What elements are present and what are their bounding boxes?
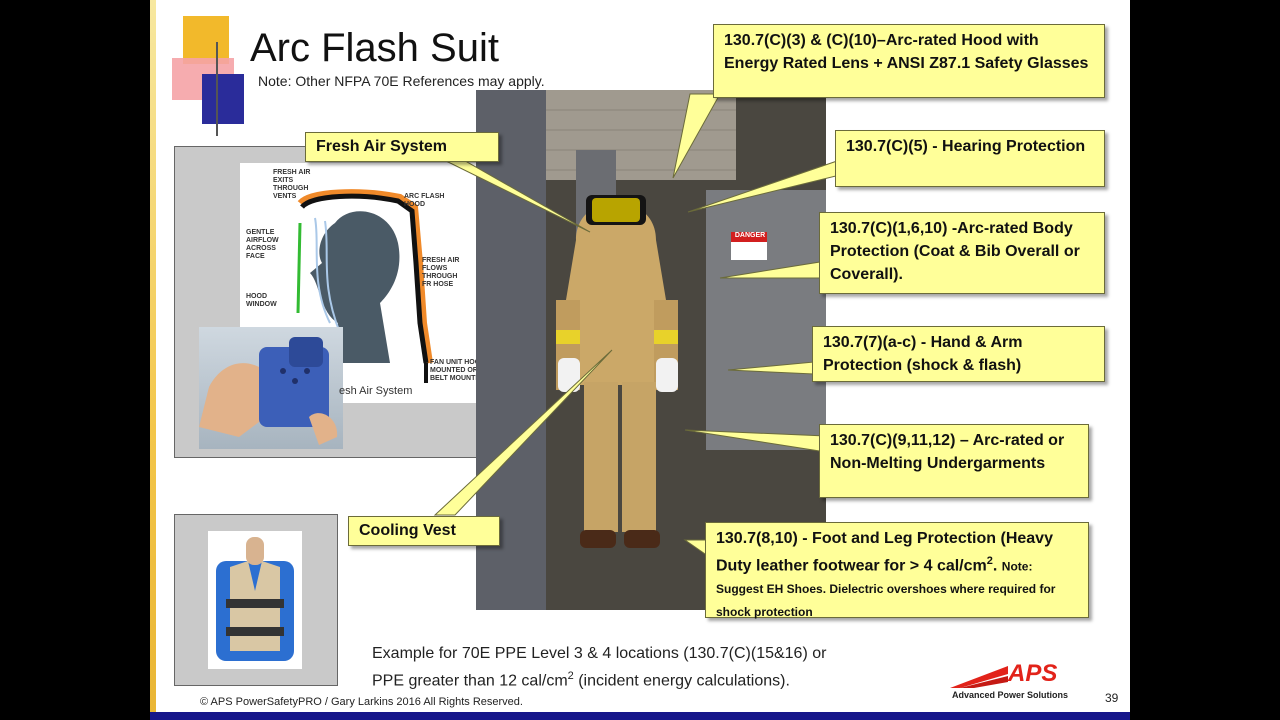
fresh-air-caption: esh Air System: [339, 385, 413, 397]
foot-leg-main-text: 130.7(8,10) - Foot and Leg Protection (H…: [716, 530, 1053, 575]
label-hood-window: HOOD WINDOW: [246, 293, 277, 308]
cooling-vest-photo: [208, 531, 302, 669]
foot-leg-period: .: [992, 557, 998, 575]
fresh-air-panel: FRESH AIR EXITS THROUGH VENTS ARC FLASH …: [174, 146, 493, 458]
callout-cooling-vest: Cooling Vest: [348, 516, 500, 546]
example-line-1: Example for 70E PPE Level 3 & 4 location…: [372, 645, 827, 662]
aps-logo: APS Advanced Power Solutions: [950, 660, 1070, 704]
logo-tagline: Advanced Power Solutions: [951, 690, 1069, 700]
example-text: Example for 70E PPE Level 3 & 4 location…: [372, 642, 952, 692]
slide-title: Arc Flash Suit: [250, 26, 499, 70]
example-superscript: 2: [567, 670, 574, 682]
slide: Arc Flash Suit Note: Other NFPA 70E Refe…: [150, 0, 1130, 720]
example-line-2-pre: PPE greater than 12 cal/cm: [372, 672, 568, 690]
page-number: 39: [1105, 691, 1119, 705]
aps-swoosh-icon: [950, 666, 1008, 688]
callout-foot-leg-protection: 130.7(8,10) - Foot and Leg Protection (H…: [705, 522, 1089, 620]
head-silhouette-icon: [296, 189, 433, 383]
cooling-vest-panel: [174, 514, 338, 686]
slide-bottom-bar: [150, 712, 1130, 720]
vest-icon: [216, 537, 294, 661]
decor-yellow-square: [183, 16, 229, 64]
label-air-flows-hose: FRESH AIR FLOWS THROUGH FR HOSE: [422, 257, 460, 288]
hand-holding-blower-icon: [199, 337, 338, 445]
decor-blue-square: [202, 74, 244, 124]
callout-hand-arm-protection: 130.7(7)(a-c) - Hand & Arm Protection (s…: [812, 326, 1105, 382]
label-fan-unit: FAN UNIT HOOD MOUNTED OR BELT MOUNTED: [430, 359, 486, 382]
example-line-2-post: (incident energy calculations).: [573, 672, 790, 690]
copyright-text: © APS PowerSafetyPRO / Gary Larkins 2016…: [200, 696, 523, 708]
foot-leg-note: Note: Suggest EH Shoes. Dielectric overs…: [716, 559, 1056, 620]
example-line-2: PPE greater than 12 cal/cm2 (incident en…: [372, 665, 952, 692]
callout-hearing-protection: 130.7(C)(5) - Hearing Protection: [835, 130, 1105, 187]
blower-unit-photo: [199, 327, 343, 449]
slide-left-accent-bar: [150, 0, 156, 720]
danger-sign-text: DANGER: [734, 232, 766, 239]
callout-body-protection: 130.7(C)(1,6,10) -Arc-rated Body Protect…: [819, 212, 1105, 294]
callout-leaders: [433, 93, 841, 557]
callout-arc-rated-hood: 130.7(C)(3) & (C)(10)–Arc-rated Hood wit…: [713, 24, 1105, 98]
label-gentle-airflow: GENTLE AIRFLOW ACROSS FACE: [246, 229, 279, 260]
callout-undergarments: 130.7(C)(9,11,12) – Arc-rated or Non-Mel…: [819, 424, 1089, 498]
label-arc-hood: ARC FLASH HOOD: [404, 193, 445, 208]
fresh-air-diagram: FRESH AIR EXITS THROUGH VENTS ARC FLASH …: [240, 163, 493, 403]
label-air-exits: FRESH AIR EXITS THROUGH VENTS: [273, 169, 311, 200]
callout-fresh-air-system: Fresh Air System: [305, 132, 499, 162]
decor-vertical-line: [216, 42, 218, 136]
foot-leg-superscript: 2: [986, 555, 993, 567]
slide-note: Note: Other NFPA 70E References may appl…: [258, 73, 545, 89]
logo-name: APS: [1008, 660, 1058, 687]
